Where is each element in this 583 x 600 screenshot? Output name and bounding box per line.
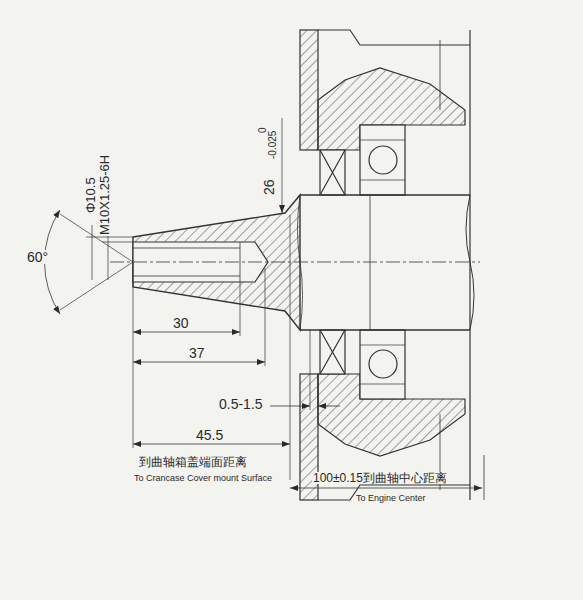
note-english: To Crancase Cover mount Surface — [133, 474, 273, 483]
diameter-dimension: 26 — [262, 178, 276, 196]
angle-dimension: 60° — [26, 250, 49, 264]
length-dimension: 37 — [188, 346, 206, 360]
tolerance-upper: 0 — [258, 126, 268, 134]
tolerance-lower: -0.025 — [268, 130, 278, 160]
note-chinese: 到曲轴箱盖端面距离 — [138, 456, 248, 468]
diameter-dimension: Φ10.5 — [84, 176, 97, 214]
length-dimension: 45.5 — [195, 428, 224, 442]
length-dimension: 30 — [172, 316, 190, 330]
thread-spec: M10X1.25-6H — [98, 154, 111, 236]
note-english: To Engine Center — [355, 494, 427, 503]
note-chinese: 100±0.15到曲轴中心距离 — [312, 472, 448, 484]
gap-dimension: 0.5-1.5 — [218, 397, 264, 411]
